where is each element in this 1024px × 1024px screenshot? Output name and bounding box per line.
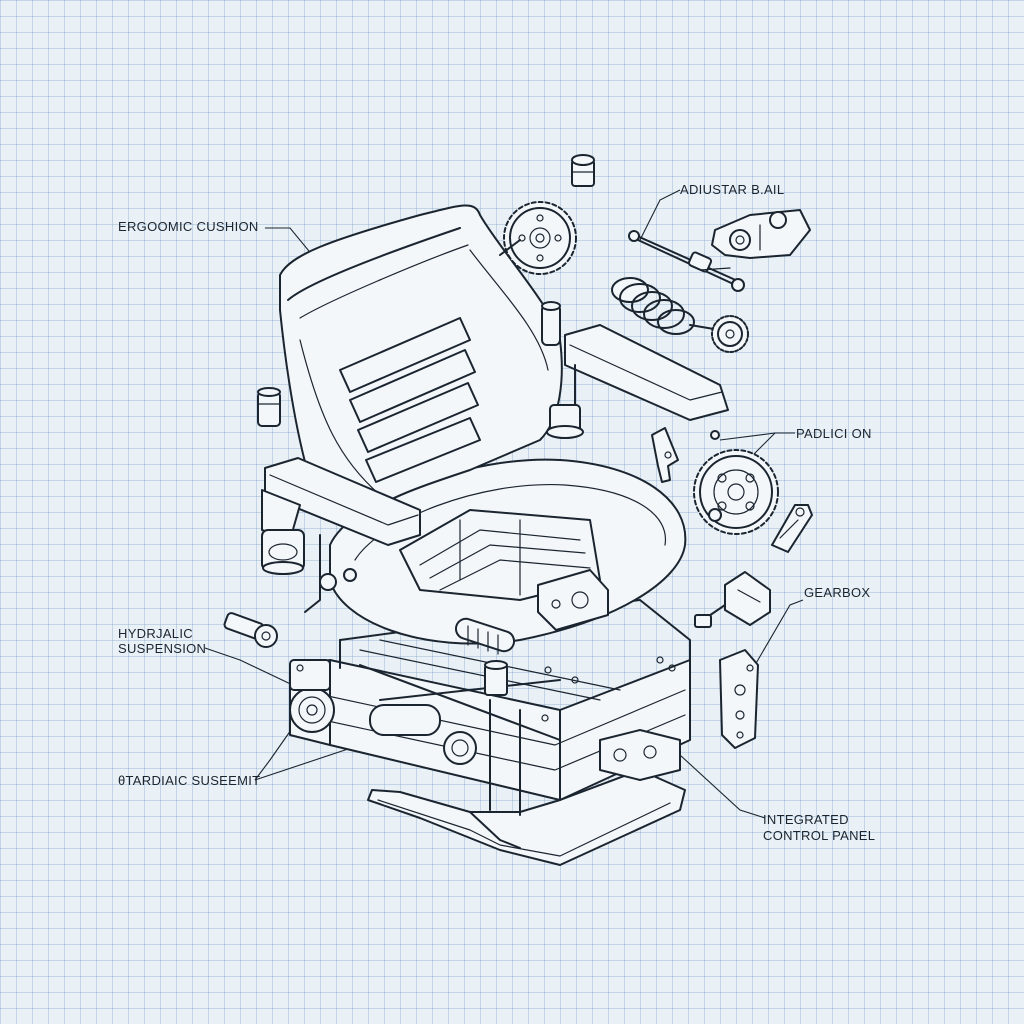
- suspension-frame: [289, 599, 691, 816]
- leader-standard-2: [254, 744, 361, 781]
- label-gearbox: GEARBOX: [804, 585, 871, 600]
- label-paducton: PADLICI ON: [796, 426, 872, 441]
- label-hydraulic-line2: SUSPENSION: [118, 641, 207, 656]
- right-armrest: [541, 301, 729, 439]
- seat-pan: [329, 458, 687, 655]
- coil-spring: [611, 277, 721, 335]
- label-hydraulic-line1: HYDRJALIC: [118, 626, 193, 641]
- bolt-left: [223, 612, 278, 648]
- label-control-line2: CONTROL PANEL: [763, 828, 876, 843]
- gearbox-plate: [719, 649, 759, 749]
- label-ergonomic-cushion: ERGOOMIC CUSHION: [118, 219, 259, 234]
- backrest: [279, 204, 563, 501]
- label-adjustar-bail: ADIUSTAR B.AIL: [680, 182, 785, 197]
- left-armrest: [261, 457, 421, 613]
- small-bolt-top: [571, 154, 595, 187]
- adjuster-bracket: [711, 209, 811, 259]
- leader-ergonomic-cushion: [265, 227, 319, 263]
- small-gear-right: [711, 315, 749, 353]
- base-rail: [367, 769, 686, 866]
- leader-control-panel: [679, 754, 766, 819]
- leader-gearbox: [754, 599, 804, 666]
- gear-top: [499, 201, 577, 275]
- label-standard-suseemit: θTARDIAIС SUSEEMIT: [118, 773, 261, 788]
- label-control-line1: INTEGRATED: [763, 812, 849, 827]
- small-spacer-left: [257, 387, 281, 427]
- small-wrench: [771, 504, 813, 553]
- gearbox-bracket: [694, 571, 771, 628]
- leader-adjustar-bail: [639, 189, 681, 241]
- bracket-small: [651, 427, 679, 483]
- leader-lines: [204, 189, 804, 819]
- adjuster-rod: [628, 230, 745, 292]
- large-gear: [693, 430, 779, 535]
- leader-standard: [254, 719, 299, 781]
- leader-paducton-2: [719, 432, 776, 441]
